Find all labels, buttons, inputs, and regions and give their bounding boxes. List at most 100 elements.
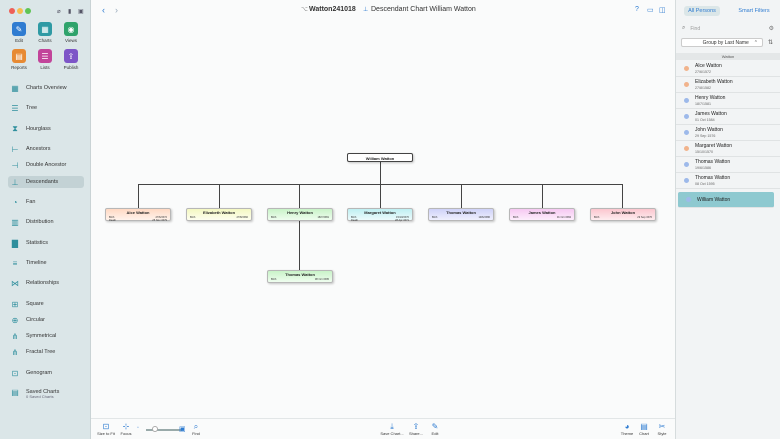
- tool-label: Publish: [63, 65, 79, 70]
- zoom-slider[interactable]: [146, 429, 182, 431]
- nav-descendants[interactable]: ⊥Descendants: [8, 176, 84, 188]
- nav-statistics[interactable]: ▇Statistics: [8, 237, 84, 249]
- nav-distribution[interactable]: ▥Distribution: [8, 216, 84, 228]
- male-icon: [684, 114, 689, 119]
- reports-tool-button[interactable]: ▤ Reports: [6, 49, 32, 70]
- child-connector: [299, 184, 300, 208]
- nav-hourglass[interactable]: ⧗Hourglass: [8, 123, 84, 135]
- bookmark-icon[interactable]: ▮: [68, 9, 72, 15]
- nav-label: Charts Overview: [26, 85, 67, 91]
- female-icon: [684, 82, 689, 87]
- zoom-slider-thumb[interactable]: [152, 426, 158, 432]
- nav-label: Distribution: [26, 219, 54, 225]
- person-list-item[interactable]: Elizabeth Watton 27/8/1582: [676, 77, 780, 93]
- nav-genogram[interactable]: ⊡Genogram: [8, 367, 84, 379]
- chart-icon: ▤: [640, 422, 648, 431]
- person-node[interactable]: Thomas Watton Birth 08 Oct 1595: [267, 270, 333, 283]
- person-node[interactable]: Alce Watton Birth 27/6/1572 Death 25 Nov…: [105, 208, 171, 222]
- sort-icon[interactable]: ⇅: [768, 40, 774, 46]
- person-name: John Watton: [610, 210, 636, 215]
- person-node-root[interactable]: William Watton: [347, 153, 413, 162]
- size-to-fit-button[interactable]: ⊡ Size to Fit: [95, 422, 117, 436]
- person-list-item[interactable]: John Watton 29 Sep 1576: [676, 125, 780, 141]
- nav-relationships[interactable]: ⋈Relationships: [8, 277, 84, 289]
- descendant-chart[interactable]: William Watton Alce Watton Birth 27/6/15…: [91, 22, 675, 418]
- person-name: Elizabeth Watton: [202, 210, 236, 215]
- nav-charts-overview[interactable]: ▦Charts Overview: [8, 82, 84, 94]
- nav-label: Circular: [26, 317, 45, 323]
- child-connector: [380, 184, 381, 208]
- person-node[interactable]: Henry Watton Birth 18/7/1581: [267, 208, 333, 221]
- person-list-item[interactable]: Thomas Watton 08 Oct 1595: [676, 173, 780, 189]
- person-node[interactable]: James Watton Birth 01 Oct 1584: [509, 208, 575, 221]
- search-field[interactable]: ⌕ Find ⚙: [682, 24, 774, 33]
- zoom-window-button[interactable]: [25, 8, 31, 14]
- forward-button[interactable]: ›: [115, 5, 118, 15]
- person-list-item[interactable]: Henry Watton 18/7/1581: [676, 93, 780, 109]
- death-date: 25 Nov 1579: [152, 218, 167, 222]
- nav-square[interactable]: ⊞Square: [8, 298, 84, 310]
- search-icon: ⌕: [682, 25, 686, 31]
- person-list-item-selected[interactable]: William Watton: [678, 192, 774, 208]
- size-to-fit-icon: ⊡: [102, 422, 110, 431]
- close-window-button[interactable]: [9, 8, 15, 14]
- share-button[interactable]: ⇪ Share...: [405, 422, 427, 436]
- chart-button[interactable]: ▤ Chart: [636, 422, 652, 436]
- minimize-window-button[interactable]: [17, 8, 23, 14]
- nav-tree[interactable]: ☰Tree: [8, 102, 84, 114]
- person-node[interactable]: Margaret Watton Birth 15/10/1570 Death 2…: [347, 208, 413, 222]
- person-node[interactable]: Thomas Watton Birth 19/6/1586: [428, 208, 494, 221]
- sidebar-toggle-icon[interactable]: ◫: [659, 7, 666, 14]
- publish-tool-button[interactable]: ⇪ Publish: [58, 49, 84, 70]
- charts-tool-button[interactable]: ▦ Charts: [32, 22, 58, 43]
- views-tool-button[interactable]: ◉ Views: [58, 22, 84, 43]
- person-list-item[interactable]: James Watton 01 Oct 1584: [676, 109, 780, 125]
- nav-double-ancestor[interactable]: ⊣Double Ancestor: [8, 159, 84, 171]
- nav-symmetrical[interactable]: ⋔Symmetrical: [8, 330, 84, 342]
- zoom-in-icon[interactable]: ▣: [179, 426, 186, 433]
- attachment-icon[interactable]: ⌀: [57, 9, 61, 15]
- group-by-select[interactable]: Group by Last Name ⌃: [681, 38, 763, 47]
- person-date: 19/6/1586: [695, 166, 711, 170]
- person-node[interactable]: Elizabeth Watton Birth 27/8/1582: [186, 208, 252, 221]
- nav-fractal-tree[interactable]: ⋔Fractal Tree: [8, 346, 84, 358]
- focus-button[interactable]: ⊹ Focus: [118, 422, 134, 436]
- save-chart-button[interactable]: ⤓ Save Chart...: [380, 422, 404, 436]
- birth-date: 08 Oct 1595: [314, 277, 329, 281]
- person-name: John Watton: [695, 127, 723, 133]
- all-persons-tab[interactable]: All Persons: [684, 6, 720, 16]
- lists-tool-button[interactable]: ☰ Lists: [32, 49, 58, 70]
- zoom-out-icon[interactable]: ▫: [137, 425, 139, 431]
- chart-area: ‹ › ⌥ Watton241018 ⊥ Descendant Chart Wi…: [91, 0, 675, 439]
- smart-filters-tab[interactable]: Smart Filters: [738, 8, 770, 14]
- grandchild-connector: [299, 221, 300, 270]
- button-label: Theme: [620, 431, 634, 436]
- style-button[interactable]: ✂ Style: [654, 422, 670, 436]
- theme-button[interactable]: ◕ Theme: [618, 422, 636, 436]
- search-options-icon[interactable]: ⚙: [768, 26, 774, 32]
- person-list-item[interactable]: Thomas Watton 19/6/1586: [676, 157, 780, 173]
- person-list-item[interactable]: Alce Watton 27/6/1572: [676, 61, 780, 77]
- folder-icon[interactable]: ▭: [647, 7, 654, 14]
- person-list-item[interactable]: Margaret Watton 15/10/1570: [676, 141, 780, 157]
- nav-timeline[interactable]: ≡Timeline: [8, 257, 84, 269]
- nav-saved-charts[interactable]: ▤Saved Charts: [8, 386, 84, 398]
- birth-label: Birth: [432, 215, 438, 219]
- image-icon[interactable]: ▣: [78, 9, 84, 15]
- nav-fan[interactable]: ◔Fan: [8, 196, 84, 208]
- edit-tool-button[interactable]: ✎ Edit: [6, 22, 32, 43]
- nav-label: Genogram: [26, 370, 52, 376]
- male-icon: [684, 98, 689, 103]
- find-button[interactable]: ⌕ Find: [188, 422, 204, 436]
- child-connector: [542, 184, 543, 208]
- nav-circular[interactable]: ⊕Circular: [8, 314, 84, 326]
- help-icon[interactable]: ?: [635, 6, 639, 13]
- person-node[interactable]: John Watton Birth 29 Sep 1576: [590, 208, 656, 221]
- person-date: 15/10/1570: [695, 150, 713, 154]
- button-label: Chart: [639, 431, 649, 436]
- square-chart-icon: ⊞: [11, 299, 19, 309]
- person-date: 01 Oct 1584: [695, 118, 715, 122]
- back-button[interactable]: ‹: [102, 5, 105, 15]
- edit-button[interactable]: ✎ Edit: [428, 422, 442, 436]
- nav-ancestors[interactable]: ⊢Ancestors: [8, 143, 84, 155]
